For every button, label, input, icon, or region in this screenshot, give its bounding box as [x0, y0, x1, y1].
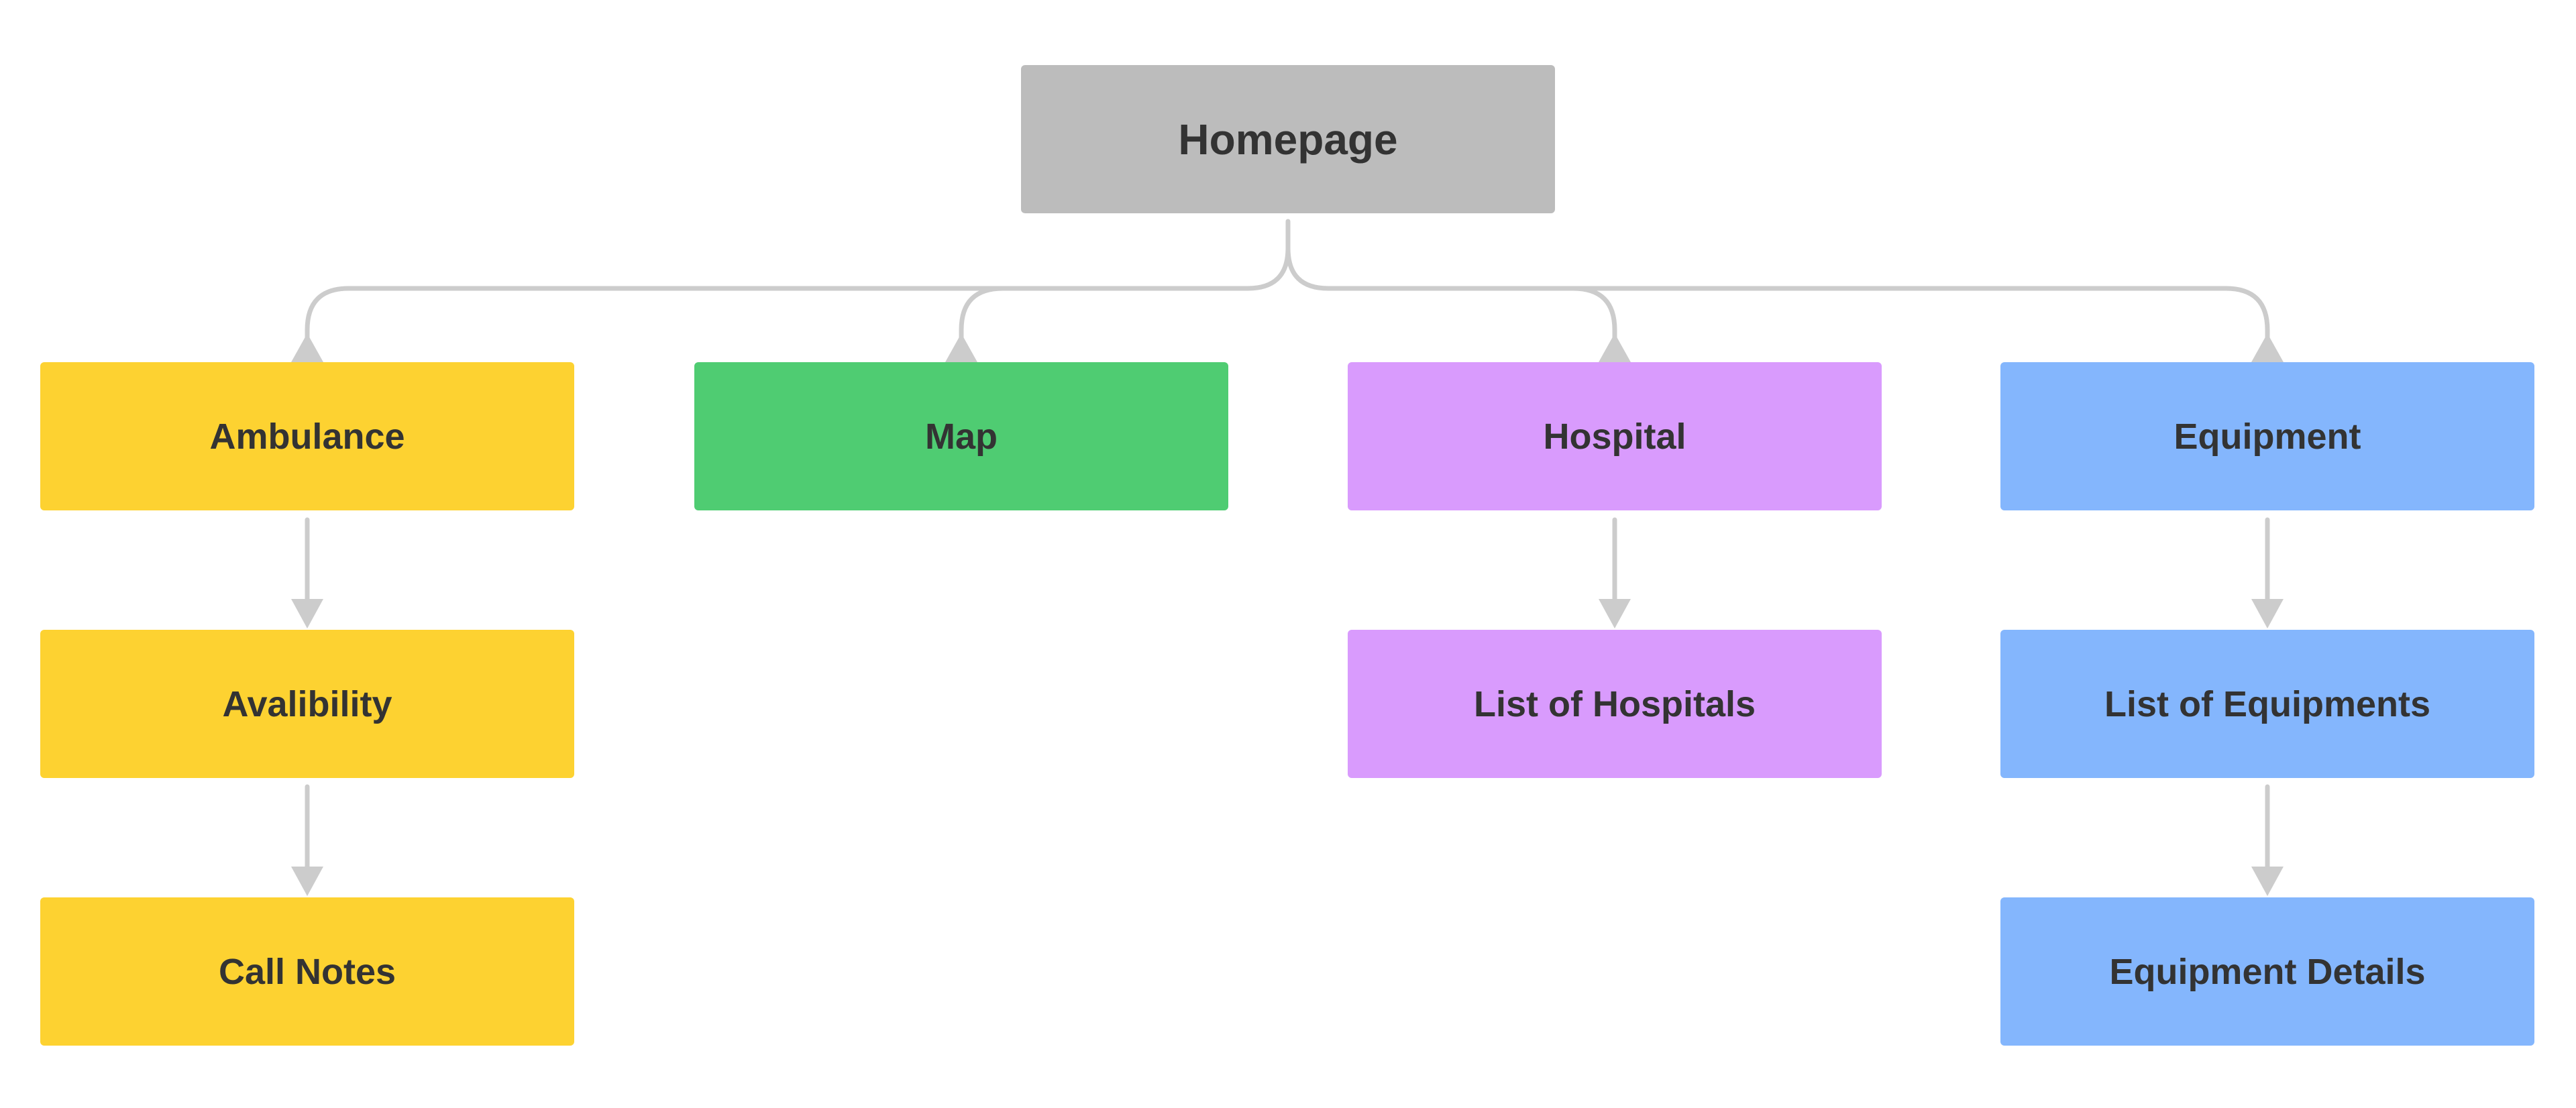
node-availability[interactable]: Avalibility [40, 630, 574, 778]
node-equipment-label: Equipment [2174, 416, 2361, 457]
arrowhead-ambulance [291, 333, 323, 362]
node-list-of-equipments[interactable]: List of Equipments [2000, 630, 2534, 778]
node-call-notes-label: Call Notes [218, 951, 396, 992]
connector-branch-hospital [1567, 286, 1617, 351]
arrowhead-list-of-equipments [2251, 599, 2284, 628]
node-list-of-equipments-label: List of Equipments [2104, 683, 2430, 724]
node-map-label: Map [925, 416, 998, 457]
node-hospital[interactable]: Hospital [1348, 362, 1882, 510]
node-equipment-details[interactable]: Equipment Details [2000, 897, 2534, 1046]
node-homepage-label: Homepage [1178, 115, 1398, 164]
node-hospital-label: Hospital [1543, 416, 1686, 457]
node-equipment-details-label: Equipment Details [2109, 951, 2426, 992]
connector-homepage-stem [1285, 219, 1331, 291]
node-homepage[interactable]: Homepage [1021, 65, 1555, 213]
node-call-notes[interactable]: Call Notes [40, 897, 574, 1046]
connector-homepage-stem-left [1245, 245, 1291, 291]
connector-bus-left [305, 286, 1250, 351]
node-list-of-hospitals-label: List of Hospitals [1473, 683, 1756, 724]
node-map[interactable]: Map [694, 362, 1228, 510]
arrowhead-map [945, 333, 977, 362]
node-ambulance[interactable]: Ambulance [40, 362, 574, 510]
node-availability-label: Avalibility [222, 683, 392, 724]
arrowhead-hospital [1599, 333, 1631, 362]
arrowhead-equipment [2251, 333, 2284, 362]
arrowhead-list-of-hospitals [1599, 599, 1631, 628]
arrowhead-call-notes [291, 867, 323, 896]
arrowhead-equipment-details [2251, 867, 2284, 896]
arrowhead-availability [291, 599, 323, 628]
node-ambulance-label: Ambulance [209, 416, 405, 457]
node-list-of-hospitals[interactable]: List of Hospitals [1348, 630, 1882, 778]
connector-bus-right [1326, 286, 2270, 351]
connector-branch-map [959, 286, 1009, 351]
node-equipment[interactable]: Equipment [2000, 362, 2534, 510]
